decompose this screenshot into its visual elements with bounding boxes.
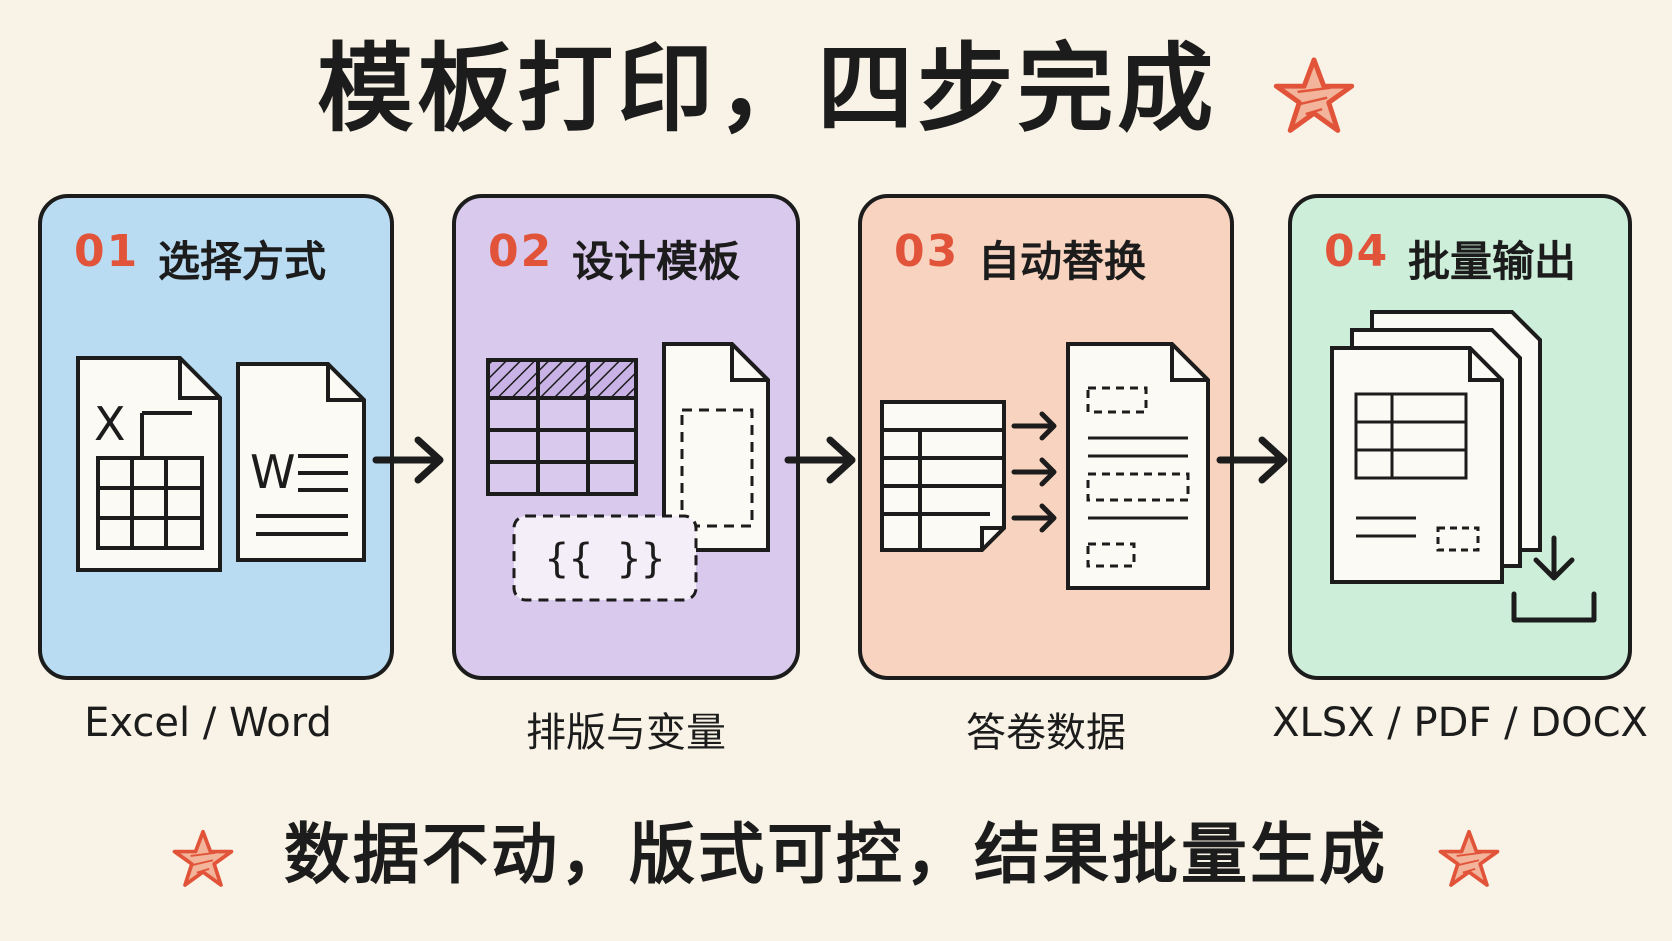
- excel-label: X: [94, 397, 126, 451]
- footer-tagline: 数据不动，版式可控，结果批量生成: [0, 810, 1672, 900]
- step-heading: 自动替换: [978, 237, 1147, 286]
- word-label: W: [250, 445, 295, 499]
- data-sheet-icon: [880, 400, 1006, 552]
- excel-word-icons: X W: [76, 356, 366, 572]
- download-icon: [1511, 535, 1597, 623]
- step-caption: 答卷数据: [966, 710, 1126, 756]
- arrow-right-icon: [1011, 411, 1057, 533]
- arrow-right-icon: [784, 436, 856, 484]
- step-heading: 选择方式: [158, 237, 327, 286]
- step-number: 02: [488, 226, 554, 277]
- table-template-icon: [486, 358, 638, 496]
- page-title: 模板打印，四步完成: [0, 34, 1672, 144]
- arrow-right-icon: [372, 436, 444, 484]
- step-heading: 批量输出: [1408, 237, 1577, 286]
- footer-text: 数据不动，版式可控，结果批量生成: [284, 816, 1388, 893]
- template-design-icons: {{ }}: [486, 342, 770, 602]
- step-panel-4: 04 批量输出: [1288, 194, 1632, 680]
- batch-output-icons: [1330, 310, 1597, 623]
- word-file-icon: W: [236, 362, 366, 562]
- step-panel-2: 02 设计模板 {{ }}: [452, 194, 800, 680]
- star-icon: [1438, 829, 1500, 887]
- variable-placeholder-text: {{ }}: [545, 536, 665, 582]
- arrow-right-icon: [1216, 436, 1288, 484]
- step-number: 01: [74, 226, 140, 277]
- step-heading: 设计模板: [572, 237, 741, 286]
- step-panel-1: 01 选择方式 X W: [38, 194, 394, 680]
- step-caption: XLSX / PDF / DOCX: [1272, 700, 1648, 746]
- document-icon: [1066, 342, 1210, 590]
- step-number: 03: [894, 226, 960, 277]
- stacked-documents-icon: [1330, 310, 1542, 584]
- variable-placeholder-icon: {{ }}: [512, 514, 698, 602]
- step-number: 04: [1324, 226, 1390, 277]
- star-icon: [172, 829, 234, 887]
- star-icon: [1273, 57, 1354, 133]
- excel-file-icon: X: [76, 356, 222, 572]
- auto-replace-icons: [880, 342, 1210, 590]
- step-panel-3: 03 自动替换: [858, 194, 1234, 680]
- step-caption: Excel / Word: [84, 700, 332, 746]
- step-caption: 排版与变量: [526, 710, 726, 756]
- page-title-text: 模板打印，四步完成: [317, 33, 1218, 145]
